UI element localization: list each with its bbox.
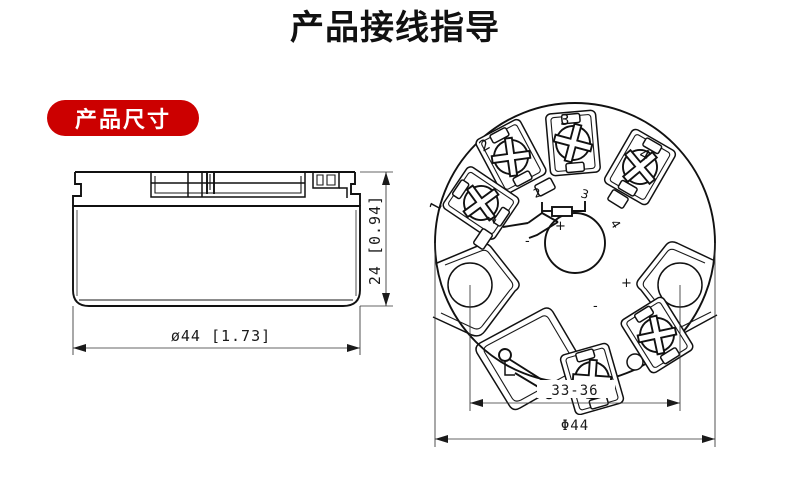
product-dimensions-badge: 产品尺寸 [47, 100, 199, 136]
board-outer-dimension: Φ44 [561, 418, 589, 434]
schematic-plus-sign: + [555, 219, 566, 234]
schematic-label-3: 3 [579, 186, 590, 202]
board-plus-sign: + [621, 276, 632, 291]
product-side-view: ø44 [1.73] 24 [0.94] [55, 150, 400, 365]
schematic-label-2: 2 [532, 185, 544, 201]
page-title: 产品接线指导 [290, 8, 500, 48]
schematic-minus-sign: - [525, 234, 530, 249]
side-view-width-dimension: ø44 [1.73] [171, 327, 271, 345]
board-minus-sign: - [593, 299, 598, 314]
product-dimensions-badge-label: 产品尺寸 [74, 108, 171, 133]
board-inner-dimension: 33-36 [551, 383, 598, 399]
terminal-board-top-view: 1 2 3 4 1 2 3 4 + - + - 33-36 Φ44 [425, 95, 770, 475]
side-view-height-dimension: 24 [0.94] [366, 195, 384, 285]
terminal-block-3 [544, 108, 602, 178]
terminal-label-3: 3 [560, 111, 570, 129]
